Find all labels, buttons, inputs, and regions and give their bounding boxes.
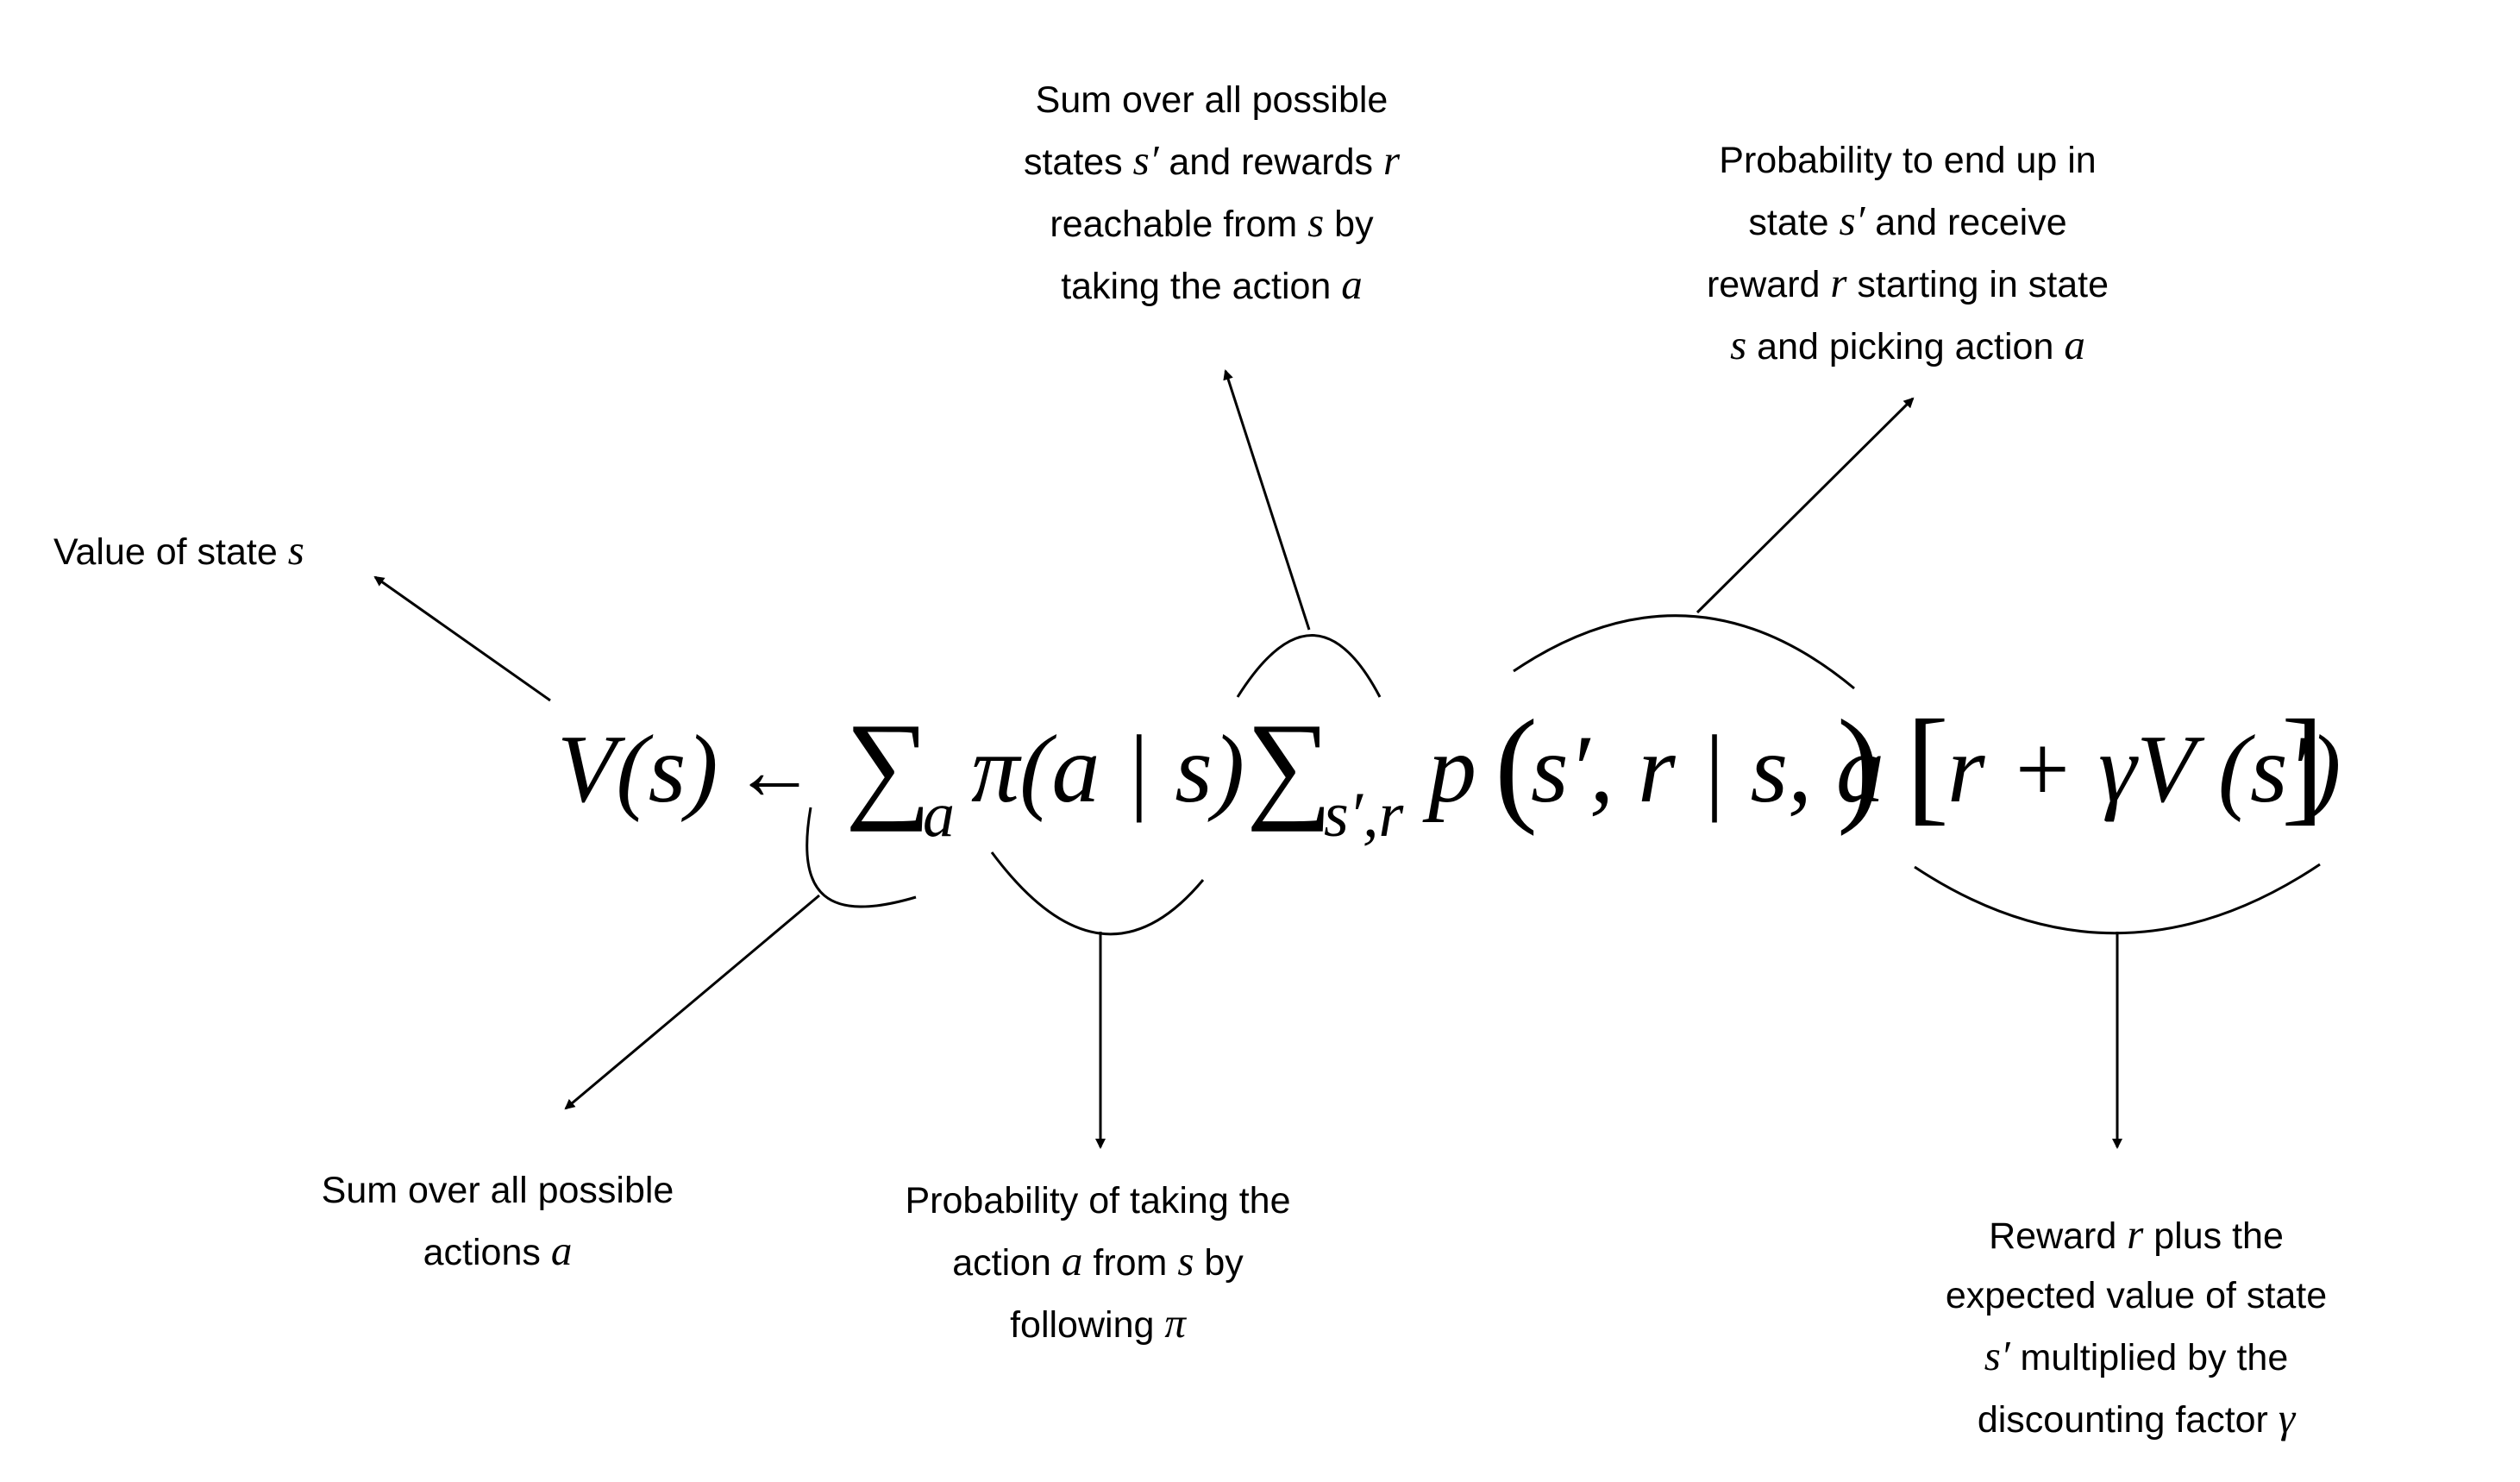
annotation-sum-states-rewards: Sum over all possible states s′ and rewar… — [1024, 71, 1400, 317]
annotation-reward-plus-value: Reward r plus the expected value of state… — [1946, 1204, 2327, 1450]
math-symbol: a — [1341, 261, 1363, 308]
annotation-line: reward r starting in state — [1707, 253, 2109, 315]
annotation-text: Reward — [1989, 1215, 2128, 1257]
arrow-sum-actions — [564, 894, 820, 1110]
annotation-sum-actions: Sum over all possible actions a — [322, 1161, 674, 1283]
annotation-line: discounting factor γ — [1946, 1388, 2327, 1450]
eq-lhs: V(s) — [557, 716, 718, 823]
eq-sum-symbol-sr: ∑ — [1246, 699, 1332, 832]
annotation-value-of-state: Value of state s — [53, 520, 304, 582]
eq-p-symbol: p — [1428, 716, 1476, 823]
brace-policy — [990, 851, 1205, 936]
annotation-text: and rewards — [1158, 141, 1383, 183]
annotation-text: Probability to end up in — [1719, 140, 2097, 181]
annotation-text: Value of state — [53, 531, 288, 573]
annotation-line: Sum over all possible — [1024, 71, 1400, 130]
annotation-policy-probability: Probability of taking the action a from s… — [906, 1171, 1291, 1355]
annotation-text: and picking action — [1746, 326, 2065, 367]
annotation-text: plus the — [2143, 1215, 2284, 1257]
math-symbol: s′ — [1839, 197, 1865, 244]
annotation-text: Probability of taking the — [905, 1180, 1291, 1221]
annotation-text: states — [1023, 141, 1133, 183]
brace-reward-plus-value — [1914, 863, 2321, 935]
annotation-text: and receive — [1865, 202, 2067, 243]
math-symbol: a — [550, 1227, 573, 1274]
math-symbol: γ — [2278, 1394, 2296, 1441]
math-symbol: a — [2064, 321, 2085, 368]
eq-left-paren: ( — [1495, 694, 1538, 837]
eq-left-bracket: [ — [1906, 694, 1949, 837]
annotation-line: s and picking action a — [1707, 315, 2109, 377]
eq-policy: π(a | s) — [971, 716, 1245, 823]
brace-sum-states-rewards — [1236, 634, 1382, 698]
annotation-line: Probability of taking the — [906, 1171, 1291, 1231]
arrow-sum-states-rewards — [1223, 369, 1311, 631]
eq-sum-symbol-a: ∑ — [845, 699, 931, 832]
math-symbol: s — [1307, 198, 1325, 246]
annotation-line: s′ multiplied by the — [1946, 1326, 2327, 1388]
math-symbol: s′ — [1132, 136, 1159, 184]
annotation-text: taking the action — [1061, 266, 1342, 307]
eq-sum-a-subscript: a — [923, 780, 955, 851]
eq-right-bracket: ] — [2281, 694, 2324, 837]
math-symbol: s′ — [1984, 1332, 2010, 1379]
annotation-transition-probability: Probability to end up in state s′ and rec… — [1707, 131, 2109, 377]
annotation-text: actions — [423, 1232, 551, 1273]
annotation-text: by — [1194, 1242, 1244, 1284]
annotation-line: expected value of state — [1946, 1266, 2327, 1326]
annotation-line: Sum over all possible — [322, 1161, 674, 1221]
annotation-text: multiplied by the — [2009, 1337, 2289, 1378]
eq-bracket-content: r + γV (s′) — [1947, 716, 2341, 823]
annotation-line: Reward r plus the — [1946, 1204, 2327, 1266]
math-symbol: s — [1177, 1237, 1194, 1284]
annotation-line: Probability to end up in — [1707, 131, 2109, 191]
annotation-line: Value of state s — [53, 520, 304, 582]
arrow-value-of-state — [373, 575, 551, 702]
annotation-text: action — [952, 1242, 1062, 1284]
annotation-line: actions a — [322, 1221, 674, 1283]
brace-sum-actions — [806, 807, 917, 908]
annotation-text: reward — [1706, 264, 1831, 305]
annotation-text: state — [1748, 202, 1840, 243]
math-symbol: r — [1382, 136, 1401, 184]
math-symbol: a — [1061, 1237, 1083, 1284]
eq-arrow: ← — [733, 725, 816, 817]
eq-transition-args: s′, r | s, a — [1531, 716, 1885, 823]
math-symbol: s — [287, 526, 304, 574]
annotation-text: by — [1324, 204, 1374, 245]
math-symbol: r — [2127, 1210, 2144, 1258]
annotation-line: state s′ and receive — [1707, 191, 2109, 253]
annotation-text: following — [1010, 1304, 1165, 1346]
annotation-line: following π — [906, 1293, 1291, 1355]
eq-right-paren: ) — [1837, 694, 1880, 837]
annotation-text: from — [1082, 1242, 1178, 1284]
annotation-text: Sum over all possible — [1035, 79, 1389, 121]
annotation-text: starting in state — [1846, 264, 2109, 305]
annotation-text: expected value of state — [1945, 1275, 2328, 1316]
math-symbol: s — [1730, 321, 1747, 368]
annotation-line: taking the action a — [1024, 254, 1400, 317]
annotation-line: reachable from s by — [1024, 192, 1400, 254]
annotation-text: Sum over all possible — [321, 1170, 674, 1211]
annotation-line: states s′ and rewards r — [1024, 130, 1400, 192]
annotation-text: discounting factor — [1977, 1399, 2279, 1441]
eq-sum-sr-subscript: s′,r — [1324, 780, 1404, 851]
math-symbol: π — [1164, 1299, 1186, 1347]
brace-transition-probability — [1513, 614, 1855, 690]
arrow-transition-probability — [1696, 397, 1915, 614]
math-symbol: r — [1830, 259, 1847, 306]
annotation-line: action a from s by — [906, 1231, 1291, 1293]
annotation-text: reachable from — [1050, 204, 1308, 245]
